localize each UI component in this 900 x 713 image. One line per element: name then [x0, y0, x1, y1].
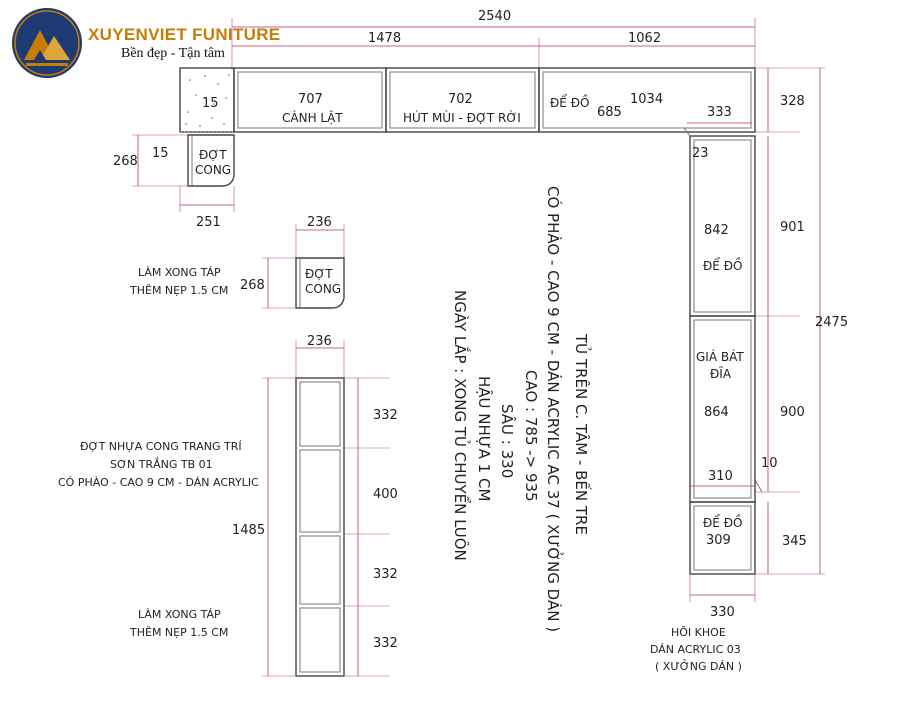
label-dot-cong-2: ĐỢT — [305, 267, 333, 281]
note-dot-nhua-3: CÓ PHÀO - CAO 9 CM - DÁN ACRYLIC — [58, 476, 259, 489]
dim-tall-bottom-h: 345 — [782, 534, 807, 549]
tall-section-bottom — [689, 501, 756, 575]
dim-left-width: 1478 — [368, 31, 401, 46]
note-hoi-khoe-3: ( XƯỞNG DÁN ) — [655, 659, 742, 673]
dim-tall-mid-outer: 900 — [780, 405, 805, 420]
note-hoi-khoe-2: DÁN ACRYLIC 03 — [650, 643, 741, 656]
tall-right-cabinet: 23 842 ĐỂ ĐỒ GIÁ BÁT 864 310 10 ĐỂ ĐỒ 30… — [683, 68, 848, 620]
dim-curve-h: 268 — [113, 154, 138, 169]
spec-line-2: CÓ PHÀO - CAO 9 CM - DÁN ACRYLIC AC 37 (… — [544, 186, 564, 632]
spec-line-6: NGÀY LẮP : XONG TỦ CHUYỂN LUÔN — [451, 290, 472, 561]
dim-tall-mid-h: 864 — [704, 405, 729, 420]
label-dot-cong-1: ĐỢT — [199, 148, 227, 162]
label-gia-bat-b: ĐĨA — [710, 366, 732, 381]
curved-shelf-detail: 236 ĐỢT CONG 268 LÀM XONG TÁP THÊM NẸP 1… — [129, 215, 345, 309]
dim-corner-depth: 328 — [780, 94, 805, 109]
brand-logo — [12, 8, 82, 78]
curved-shelf-detail-shape — [295, 257, 345, 309]
column-shelf-4 — [299, 607, 341, 673]
dim-tall-bottom-w: 309 — [706, 533, 731, 548]
spec-line-5: HẬU NHỰA 1 CM — [475, 376, 494, 501]
dim-tall-top-outer: 901 — [780, 220, 805, 235]
note-dot-nhua-1: ĐỢT NHỰA CONG TRANG TRÍ — [80, 440, 242, 453]
dim-tall-top-h: 842 — [704, 223, 729, 238]
column-shelf-3 — [299, 535, 341, 605]
dim-shelf-4: 332 — [373, 636, 398, 651]
dim-gap-23: 23 — [692, 146, 709, 161]
dim-detail-h: 268 — [240, 278, 265, 293]
brand-tagline: Bền đẹp - Tận tâm — [121, 46, 225, 61]
dim-gap-10: 10 — [761, 456, 778, 471]
spec-line-4: SÂU : 330 — [498, 404, 517, 478]
hoi-khoe-note: HÕI KHOE DÁN ACRYLIC 03 ( XƯỞNG DÁN ) — [650, 626, 742, 673]
dim-inner-310: 310 — [708, 469, 733, 484]
dim-curve-w: 251 — [196, 215, 221, 230]
dim-left-panel: 15 — [202, 96, 219, 111]
dim-detail-w: 236 — [307, 215, 332, 230]
shelf-column: 236 332 400 332 332 1485 ĐỢT NHỰA CONG T… — [58, 334, 398, 677]
note-dot-nhua-2: SƠN TRẮNG TB 01 — [110, 457, 213, 471]
dim-right-width: 1062 — [628, 31, 661, 46]
end-panel-texture — [185, 74, 230, 127]
note-lam-xong-2: LÀM XONG TÁP — [138, 608, 221, 621]
logo-mountain-right — [40, 36, 70, 60]
dim-column-h: 1485 — [232, 523, 265, 538]
dim-cabinet-a: 707 — [298, 92, 323, 107]
dim-cabinet-b: 702 — [448, 92, 473, 107]
column-shelf-2 — [299, 449, 341, 533]
dim-total-width: 2540 — [478, 9, 511, 24]
column-shelf-1 — [299, 381, 341, 447]
logo-circle — [12, 8, 82, 78]
label-gia-bat: GIÁ BÁT — [696, 349, 744, 364]
spec-block: TỦ TRÊN C. TÂM - BẾN TRE CÓ PHÀO - CAO 9… — [451, 186, 593, 632]
label-canh-lat: CÁNH LẬT — [282, 110, 343, 125]
dim-corner-small: 333 — [707, 105, 732, 120]
top-dimensions: 2540 1478 1062 — [231, 9, 756, 70]
note-them-nep-2: THÊM NẸP 1.5 CM — [129, 626, 228, 639]
dim-column-w: 236 — [307, 334, 332, 349]
column-body — [295, 377, 345, 677]
label-de-do-tall: ĐỂ ĐỒ — [703, 257, 742, 273]
upper-cabinet-row: 15 707 CÁNH LẬT 702 HÚT MÙI - ĐỢT RỜI ĐỂ… — [179, 67, 825, 133]
note-hoi-khoe-1: HÕI KHOE — [671, 626, 726, 639]
dim-shelf-2: 400 — [373, 487, 398, 502]
dim-bottom-width: 330 — [710, 605, 735, 620]
dim-shelf-1: 332 — [373, 408, 398, 423]
spec-line-3: CAO : 785 -> 935 — [522, 370, 540, 502]
dim-left-panel-2: 15 — [152, 146, 169, 161]
curved-shelf-top: 15 ĐỢT 268 251 CONG — [113, 134, 235, 230]
note-them-nep-1: THÊM NẸP 1.5 CM — [129, 284, 228, 297]
label-hut-mui: HÚT MÙI - ĐỢT RỜI — [403, 110, 521, 125]
cabinet-de-do — [538, 67, 756, 133]
dim-total-height: 2475 — [815, 315, 848, 330]
label-dot-cong-2b: CONG — [305, 282, 341, 296]
spec-line-1: TỦ TRÊN C. TÂM - BẾN TRE — [572, 333, 593, 535]
label-dot-cong-1b: CONG — [195, 163, 231, 177]
dim-cabinet-c: 1034 — [630, 92, 663, 107]
dim-shelf-3: 332 — [373, 567, 398, 582]
note-lam-xong-1: LÀM XONG TÁP — [138, 266, 221, 279]
curved-shelf-shape — [187, 134, 235, 187]
label-de-do-bottom: ĐỂ ĐỒ — [703, 514, 742, 530]
label-de-do-top: ĐỂ ĐỒ — [550, 94, 589, 110]
dim-cabinet-c-inner: 685 — [597, 105, 622, 120]
